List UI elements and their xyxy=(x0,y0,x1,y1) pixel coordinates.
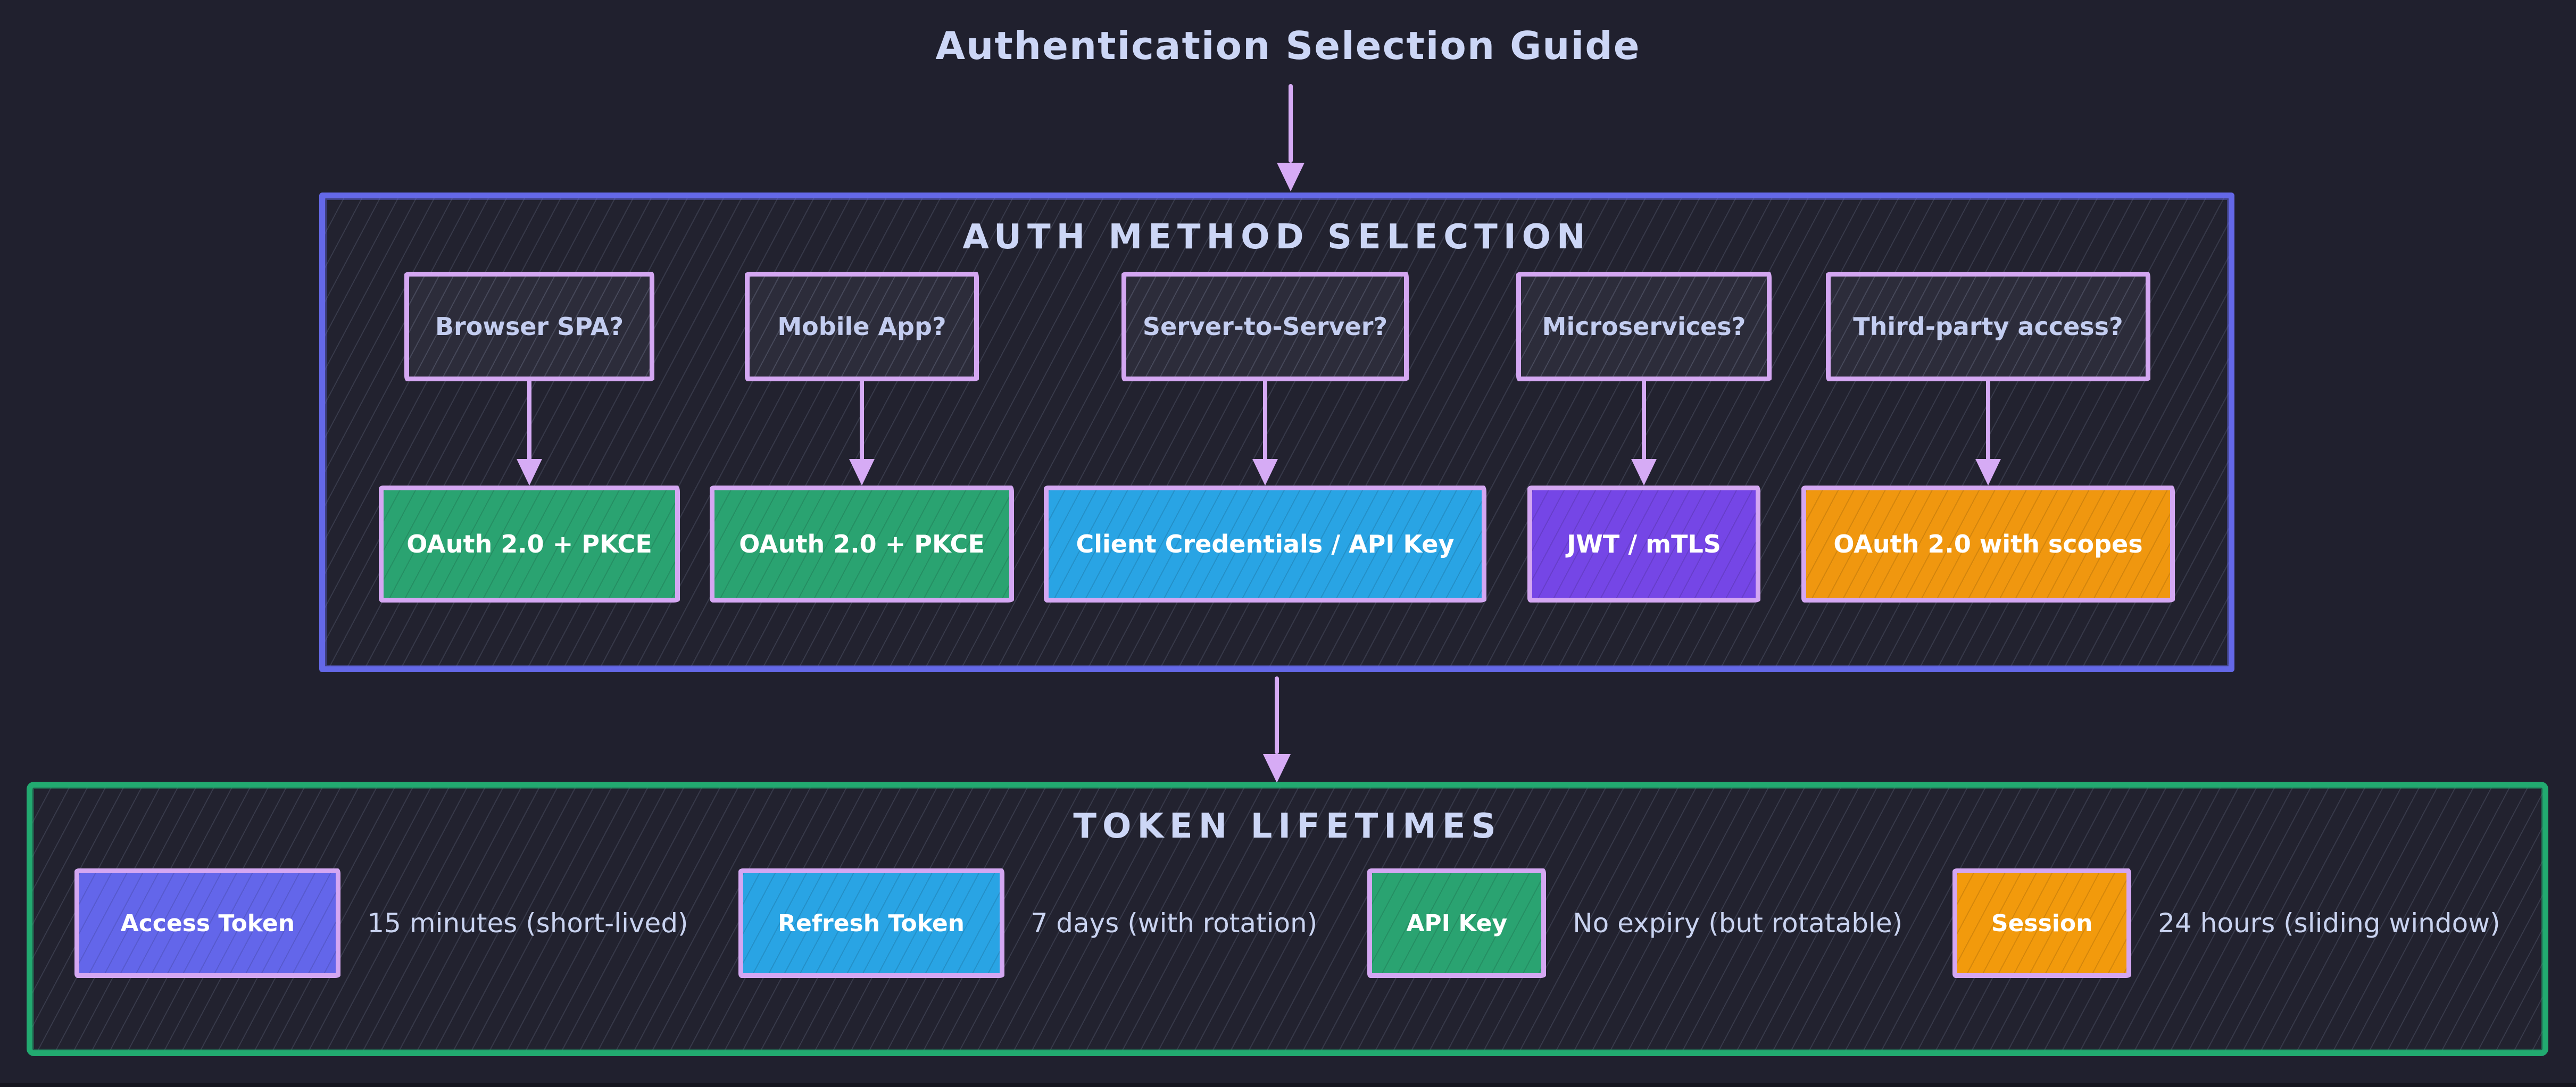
question-box: Browser SPA? xyxy=(404,272,654,381)
question-label: Mobile App? xyxy=(777,312,946,341)
token-lifetime-text: 24 hours (sliding window) xyxy=(2158,908,2500,939)
page-title: Authentication Selection Guide xyxy=(935,23,1641,68)
auth-panel-heading: AUTH METHOD SELECTION xyxy=(962,218,1591,257)
decision-column-server-to-server: Server-to-Server? Client Credentials / A… xyxy=(1044,272,1486,603)
answer-label: JWT / mTLS xyxy=(1567,530,1721,558)
arrow-shaft xyxy=(1986,381,1990,459)
arrow-down-icon xyxy=(1974,381,2002,486)
decision-column-microservices: Microservices? JWT / mTLS xyxy=(1516,272,1772,603)
arrow-head xyxy=(1263,754,1291,783)
arrow-down-icon xyxy=(1263,676,1291,783)
answer-label: OAuth 2.0 + PKCE xyxy=(739,530,985,558)
arrow-down-icon xyxy=(848,381,876,486)
answer-box: OAuth 2.0 with scopes xyxy=(1801,486,2175,603)
arrow-head xyxy=(849,459,875,486)
arrow-down-icon xyxy=(1251,381,1279,486)
token-chip-label: Access Token xyxy=(120,909,295,937)
arrow-shaft xyxy=(1263,381,1267,459)
arrow-head xyxy=(517,459,542,486)
answer-label: Client Credentials / API Key xyxy=(1076,530,1455,558)
answer-box: JWT / mTLS xyxy=(1527,486,1760,603)
decision-column-third-party: Third-party access? OAuth 2.0 with scope… xyxy=(1801,272,2175,603)
decision-column-mobile-app: Mobile App? OAuth 2.0 + PKCE xyxy=(710,272,1014,603)
token-lifetime-text: 15 minutes (short-lived) xyxy=(367,908,688,939)
token-lifetime-text: 7 days (with rotation) xyxy=(1031,908,1318,939)
token-chip-label: API Key xyxy=(1406,909,1508,937)
answer-box: OAuth 2.0 + PKCE xyxy=(710,486,1014,603)
arrow-shaft xyxy=(1275,676,1279,754)
question-label: Browser SPA? xyxy=(435,312,624,341)
question-label: Server-to-Server? xyxy=(1142,312,1388,341)
canvas-bottom-edge xyxy=(0,1083,2576,1087)
decision-row: Browser SPA? OAuth 2.0 + PKCE Mobile App… xyxy=(325,272,2229,603)
token-chip-access-token: Access Token xyxy=(74,868,341,978)
token-chip-label: Refresh Token xyxy=(778,909,965,937)
arrow-shaft xyxy=(860,381,864,459)
arrow-shaft xyxy=(527,381,531,459)
token-lifetime-text: No expiry (but rotatable) xyxy=(1573,908,1903,939)
token-row: Access Token 15 minutes (short-lived) Re… xyxy=(32,868,2542,978)
question-box: Server-to-Server? xyxy=(1121,272,1409,381)
arrow-down-icon xyxy=(1277,84,1304,191)
token-chip-refresh-token: Refresh Token xyxy=(738,868,1004,978)
answer-box: Client Credentials / API Key xyxy=(1044,486,1486,603)
token-lifetimes-panel: TOKEN LIFETIMES Access Token 15 minutes … xyxy=(27,782,2548,1056)
question-label: Third-party access? xyxy=(1853,312,2123,341)
arrow-down-icon xyxy=(516,381,543,486)
arrow-head xyxy=(1975,459,2001,486)
question-box: Mobile App? xyxy=(745,272,979,381)
arrow-shaft xyxy=(1642,381,1646,459)
auth-method-selection-panel: AUTH METHOD SELECTION Browser SPA? OAuth… xyxy=(319,193,2234,672)
answer-label: OAuth 2.0 + PKCE xyxy=(406,530,652,558)
question-label: Microservices? xyxy=(1542,312,1746,341)
arrow-head xyxy=(1277,163,1304,191)
token-chip-label: Session xyxy=(1991,909,2093,937)
arrow-head xyxy=(1631,459,1657,486)
arrow-shaft xyxy=(1289,84,1293,163)
arrow-down-icon xyxy=(1630,381,1658,486)
answer-label: OAuth 2.0 with scopes xyxy=(1833,530,2143,558)
token-chip-session: Session xyxy=(1952,868,2132,978)
decision-column-browser-spa: Browser SPA? OAuth 2.0 + PKCE xyxy=(379,272,680,603)
token-panel-heading: TOKEN LIFETIMES xyxy=(1073,807,1502,846)
answer-box: OAuth 2.0 + PKCE xyxy=(379,486,680,603)
question-box: Third-party access? xyxy=(1826,272,2150,381)
arrow-head xyxy=(1252,459,1278,486)
token-chip-api-key: API Key xyxy=(1367,868,1547,978)
question-box: Microservices? xyxy=(1516,272,1772,381)
